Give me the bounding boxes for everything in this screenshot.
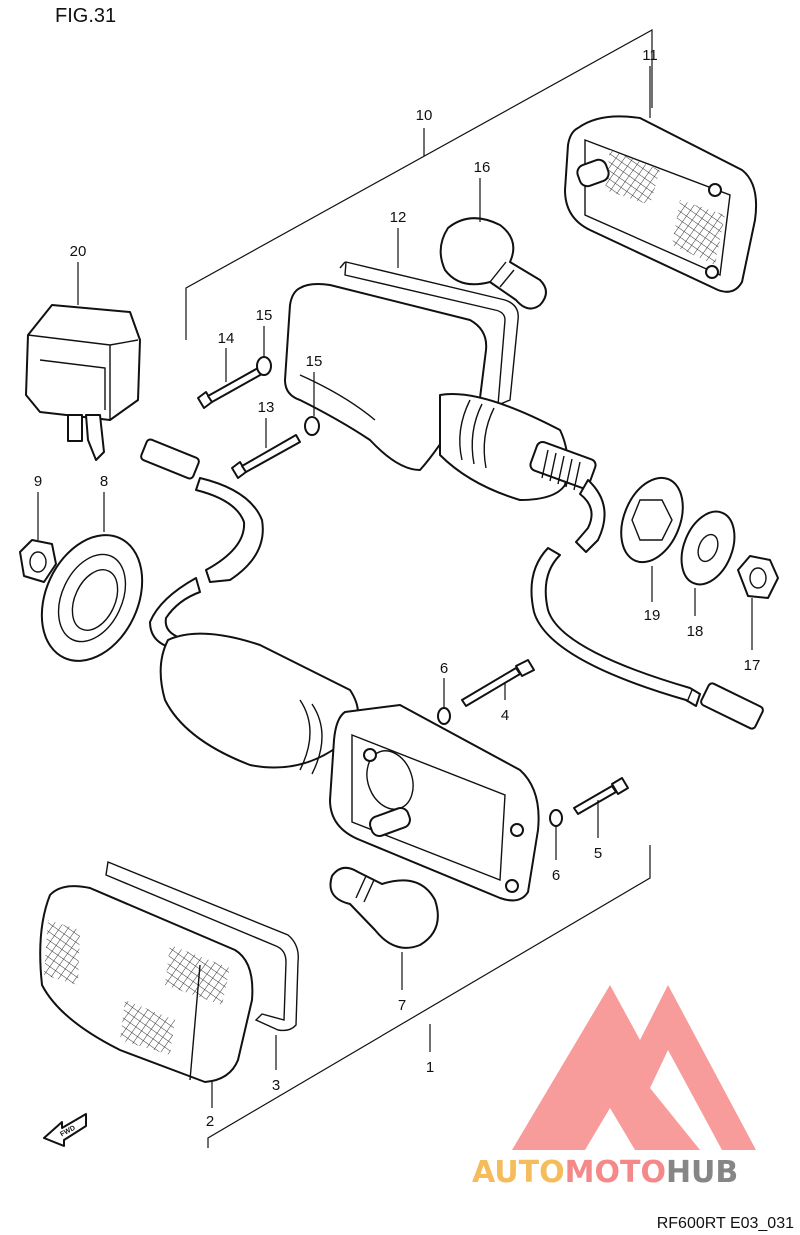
lower-gasket-part-3 bbox=[105, 861, 299, 1070]
lower-wire bbox=[140, 438, 264, 649]
callout-12: 12 bbox=[390, 209, 407, 226]
figure-title: FIG.31 bbox=[55, 5, 116, 27]
callout-15a: 15 bbox=[256, 307, 273, 324]
callout-3: 3 bbox=[272, 1077, 280, 1094]
callout-5: 5 bbox=[594, 845, 602, 862]
cushion-part-19 bbox=[620, 476, 684, 602]
upper-wire bbox=[530, 547, 764, 730]
watermark-logo: AUTOMOTOHUB bbox=[472, 985, 756, 1190]
callout-2: 2 bbox=[206, 1113, 214, 1130]
screw-part-14 bbox=[197, 348, 263, 409]
screw-part-4 bbox=[461, 659, 535, 707]
nut-part-17 bbox=[737, 555, 779, 650]
relay-part-20 bbox=[25, 262, 141, 461]
callout-20: 20 bbox=[70, 243, 87, 260]
upper-bulb-part-16 bbox=[439, 178, 547, 310]
callout-1: 1 bbox=[426, 1059, 434, 1076]
callout-labels: 10 11 16 12 20 15 14 15 13 9 8 19 18 17 … bbox=[34, 47, 761, 1130]
callout-11: 11 bbox=[642, 47, 658, 64]
callout-16: 16 bbox=[474, 159, 491, 176]
callout-18: 18 bbox=[687, 623, 704, 640]
callout-10: 10 bbox=[416, 107, 433, 124]
screw-part-13 bbox=[231, 418, 301, 479]
callout-9: 9 bbox=[34, 473, 42, 490]
callout-7: 7 bbox=[398, 997, 406, 1014]
grommet-part-8 bbox=[40, 492, 144, 662]
washer-part-15b bbox=[304, 372, 320, 436]
washer-part-15a bbox=[256, 326, 272, 376]
washer-part-18 bbox=[680, 510, 736, 616]
svg-text:AUTOMOTOHUB: AUTOMOTOHUB bbox=[472, 1155, 738, 1190]
watermark-logo-mark bbox=[512, 985, 756, 1150]
callout-6a: 6 bbox=[440, 660, 448, 677]
watermark-auto: AUTO bbox=[472, 1155, 565, 1190]
washer-part-6a bbox=[437, 678, 451, 725]
callout-15b: 15 bbox=[306, 353, 323, 370]
callout-17: 17 bbox=[744, 657, 761, 674]
figure-code: RF600RT E03_031 bbox=[657, 1215, 794, 1232]
lower-housing bbox=[159, 632, 540, 902]
fwd-arrow-icon: FWD bbox=[43, 1113, 87, 1147]
lower-lens-part-2 bbox=[39, 885, 254, 1108]
lower-bulb-part-7 bbox=[329, 866, 439, 990]
nut-part-9 bbox=[19, 492, 57, 583]
watermark-hub: HUB bbox=[666, 1155, 738, 1190]
upper-housing bbox=[284, 283, 606, 553]
watermark-moto: MOTO bbox=[565, 1155, 666, 1190]
bracket-assembly-10 bbox=[185, 28, 653, 340]
callout-13: 13 bbox=[258, 399, 275, 416]
bracket-assembly-1 bbox=[207, 845, 651, 1148]
callout-14: 14 bbox=[218, 330, 235, 347]
callout-6b: 6 bbox=[552, 867, 560, 884]
upper-threaded-stem bbox=[529, 440, 597, 491]
callout-4: 4 bbox=[501, 707, 509, 724]
callout-19: 19 bbox=[644, 607, 661, 624]
screw-part-5 bbox=[573, 777, 629, 838]
upper-lens-part-11 bbox=[564, 66, 758, 293]
callout-8: 8 bbox=[100, 473, 108, 490]
washer-part-6b bbox=[549, 809, 563, 860]
